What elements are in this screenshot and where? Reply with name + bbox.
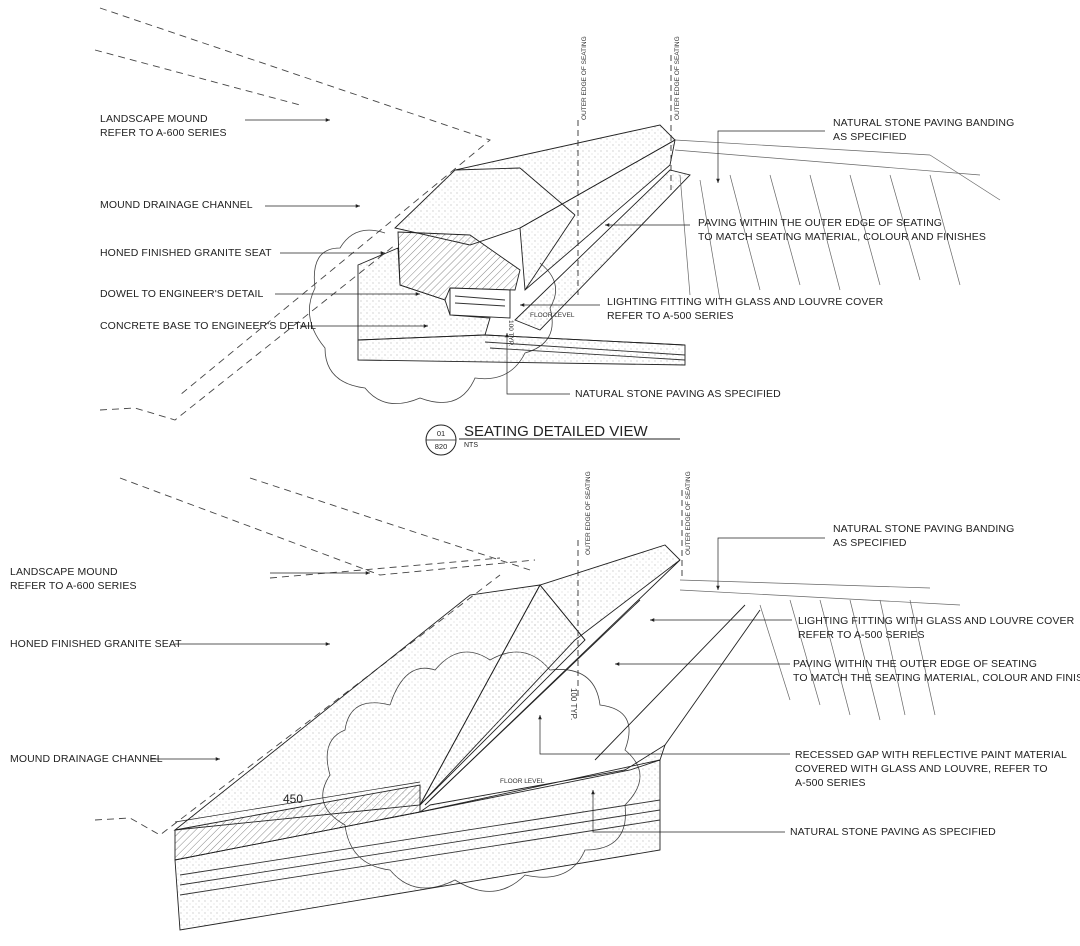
- top-mound-outline: [99, 7, 491, 396]
- bottom-label-lighting: LIGHTING FITTING WITH GLASS AND LOUVRE C…: [798, 615, 1075, 641]
- bottom-label-granite-seat: HONED FINISHED GRANITE SEAT: [10, 638, 182, 650]
- top-outer-edge-text-1: OUTER EDGE OF SEATING: [581, 36, 588, 120]
- bottom-label-natural-paving: NATURAL STONE PAVING AS SPECIFIED: [790, 826, 996, 838]
- top-label-mound-drainage: MOUND DRAINAGE CHANNEL: [100, 199, 253, 211]
- bottom-leaders: [150, 537, 825, 833]
- bottom-outer-edge-text-1: OUTER EDGE OF SEATING: [585, 471, 592, 555]
- top-banding-lines: [674, 139, 1001, 301]
- bottom-mound-outline-2: [249, 477, 531, 571]
- top-mound-outline-2: [94, 49, 301, 106]
- top-floor-level: FLOOR LEVEL: [530, 312, 575, 319]
- drawing-scale: NTS: [464, 442, 478, 449]
- bottom-mound-outline: [119, 477, 536, 576]
- bottom-outer-edge-text-2: OUTER EDGE OF SEATING: [685, 471, 692, 555]
- bottom-floor-level: FLOOR LEVEL: [500, 778, 545, 785]
- top-label-concrete-base: CONCRETE BASE TO ENGINEER'S DETAIL: [100, 320, 317, 332]
- top-label-granite-seat: HONED FINISHED GRANITE SEAT: [100, 247, 272, 259]
- top-dim-typ: 100 TYP.: [507, 320, 514, 347]
- top-view: [94, 7, 1001, 456]
- drawing-title: SEATING DETAILED VIEW: [464, 423, 648, 440]
- title-number: 01: [436, 429, 446, 438]
- bottom-label-mound-drainage: MOUND DRAINAGE CHANNEL: [10, 753, 163, 765]
- top-light-housing: [449, 287, 511, 319]
- top-outer-edge-text-2: OUTER EDGE OF SEATING: [674, 36, 681, 120]
- bottom-dim-450: 450: [283, 792, 304, 806]
- title-sheet: 820: [434, 442, 448, 451]
- top-mound-outline-3: [99, 244, 396, 421]
- bottom-label-recessed-gap: RECESSED GAP WITH REFLECTIVE PAINT MATER…: [795, 749, 1067, 789]
- top-leaders: [245, 118, 825, 395]
- top-label-dowel: DOWEL TO ENGINEER'S DETAIL: [100, 288, 264, 300]
- top-label-natural-paving: NATURAL STONE PAVING AS SPECIFIED: [575, 388, 781, 400]
- bottom-view: [94, 477, 961, 931]
- top-seat-side: [519, 139, 676, 291]
- top-label-lighting: LIGHTING FITTING WITH GLASS AND LOUVRE C…: [607, 296, 884, 322]
- bottom-banding-lines: [679, 579, 961, 721]
- bottom-dim-typ: 100 TYP.: [569, 688, 578, 721]
- bottom-mound-outline-3: [94, 574, 501, 836]
- bottom-mound-outline-4: [269, 557, 501, 579]
